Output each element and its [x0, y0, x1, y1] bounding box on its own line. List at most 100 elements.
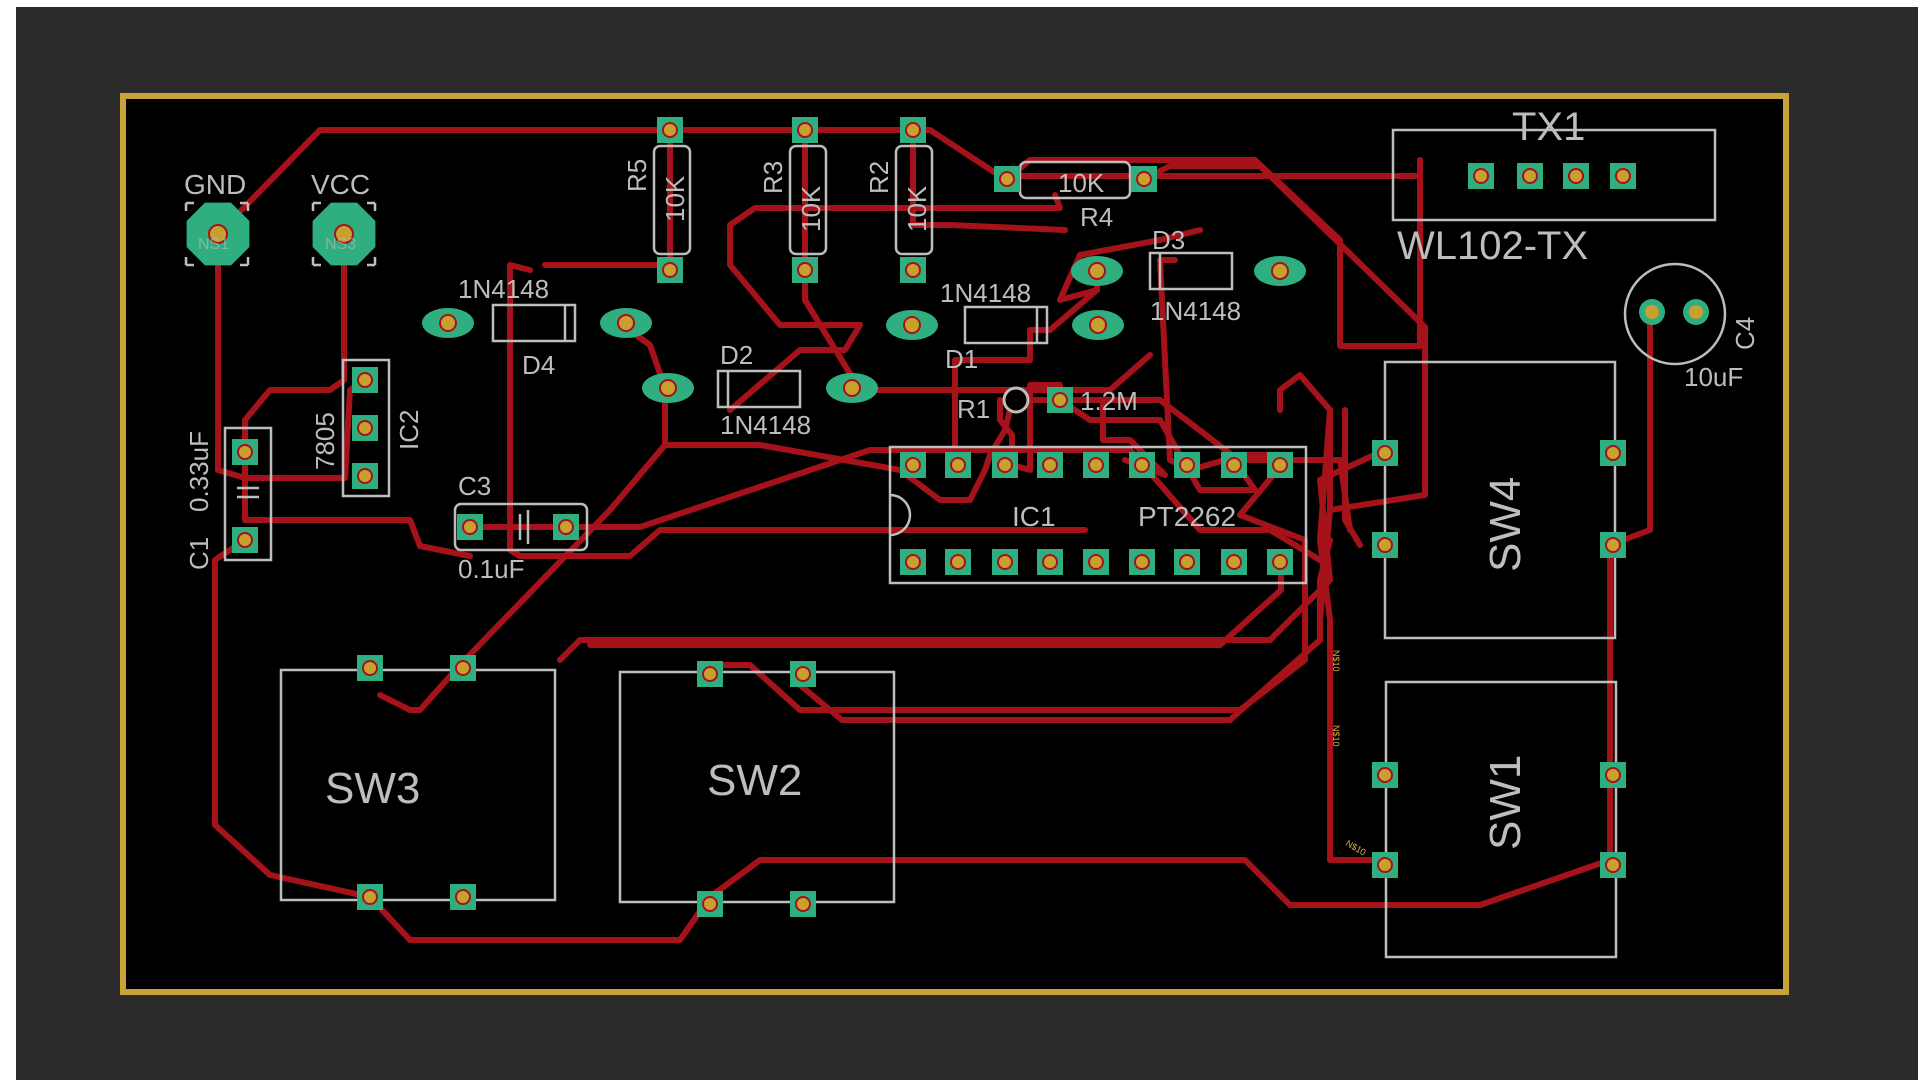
ic2-value: 7805	[310, 412, 340, 470]
sw2-label: SW2	[707, 756, 802, 805]
d4-value: 1N4148	[458, 274, 549, 304]
diode-pad-drill-1	[617, 314, 635, 332]
pad-drill-27	[1272, 457, 1288, 473]
pad-drill-5	[905, 262, 921, 278]
pad-drill-20	[950, 457, 966, 473]
pad-drill-48	[455, 889, 471, 905]
trace-tag-1: N$10	[1331, 650, 1341, 672]
diode-pad-drill-3	[843, 379, 861, 397]
pad-drill-18	[558, 519, 574, 535]
r3-value: 10K	[796, 185, 826, 232]
pad-drill-28	[905, 554, 921, 570]
sw1-label: SW1	[1481, 755, 1530, 850]
gnd-pad-drill	[208, 224, 228, 244]
pad-drill-44	[1605, 857, 1621, 873]
diode-pad-drill-0	[439, 314, 457, 332]
pad-drill-21	[997, 457, 1013, 473]
c3-value: 0.1uF	[458, 554, 525, 584]
pad-drill-40	[1605, 537, 1621, 553]
r1-label: R1	[957, 394, 990, 424]
c4-value: 10uF	[1684, 362, 1743, 392]
pad-drill-52	[795, 896, 811, 912]
pad-drill-22	[1042, 457, 1058, 473]
pad-drill-32	[1088, 554, 1104, 570]
pad-drill-16	[237, 532, 253, 548]
r2-label: R2	[864, 161, 894, 194]
pad-drill-25	[1179, 457, 1195, 473]
r4-value: 10K	[1058, 168, 1105, 198]
d3-label: D3	[1152, 225, 1185, 255]
pad-drill-0	[662, 122, 678, 138]
diode-pad-drill-2	[659, 379, 677, 397]
pad-drill-17	[462, 519, 478, 535]
vcc-label: VCC	[311, 169, 370, 200]
pad-drill-7	[1136, 171, 1152, 187]
trace-tag-2: N$10	[1331, 725, 1341, 747]
sw3-label: SW3	[325, 764, 420, 813]
pad-drill-23	[1088, 457, 1104, 473]
silkscreen-labels: GND VCC NS1 NS3 R5 10K R3 10K R2 10K 10K…	[184, 105, 1760, 857]
pad-drill-41	[1377, 767, 1393, 783]
pad-drill-26	[1226, 457, 1242, 473]
diode-pad-drill-4	[903, 316, 921, 334]
d2-label: D2	[720, 340, 753, 370]
pad-drill-31	[1042, 554, 1058, 570]
c4-pad-drill-0	[1645, 305, 1659, 319]
pad-drill-11	[1615, 168, 1631, 184]
r4-label: R4	[1080, 202, 1113, 232]
pad-drill-2	[905, 122, 921, 138]
vcc-pad-drill	[334, 224, 354, 244]
pad-drill-19	[905, 457, 921, 473]
ic2-label: IC2	[394, 410, 424, 450]
pad-drill-37	[1377, 445, 1393, 461]
pad-drill-45	[362, 660, 378, 676]
sw4-label: SW4	[1481, 477, 1530, 572]
pad-drill-9	[1522, 168, 1538, 184]
pad-drill-1	[797, 122, 813, 138]
pad-drill-34	[1179, 554, 1195, 570]
tx1-value: WL102-TX	[1397, 224, 1588, 268]
r1-pad[interactable]	[1002, 386, 1030, 414]
pad-drill-13	[357, 420, 373, 436]
pad-drill-39	[1605, 445, 1621, 461]
d1-label: D1	[945, 344, 978, 374]
pad-drill-53	[1052, 392, 1068, 408]
pad-drill-6	[999, 171, 1015, 187]
c4-label: C4	[1730, 317, 1760, 350]
d3-value: 1N4148	[1150, 296, 1241, 326]
ic1-label: IC1	[1012, 501, 1056, 532]
pads[interactable]	[186, 117, 1709, 917]
gnd-pad-label: NS1	[198, 236, 229, 253]
pad-drill-4	[797, 262, 813, 278]
pad-drill-24	[1134, 457, 1150, 473]
pad-drill-50	[795, 666, 811, 682]
pad-drill-46	[455, 660, 471, 676]
diode-pad-drill-7	[1271, 262, 1289, 280]
c1-value: 0.33uF	[184, 431, 214, 512]
pad-drill-14	[357, 468, 373, 484]
tx1-label: TX1	[1512, 105, 1585, 149]
pad-drill-47	[362, 889, 378, 905]
d4-label: D4	[522, 350, 555, 380]
diode-pad-drill-6	[1088, 262, 1106, 280]
pad-drill-30	[997, 554, 1013, 570]
pad-drill-51	[702, 896, 718, 912]
pad-drill-12	[357, 372, 373, 388]
d1-value: 1N4148	[940, 278, 1031, 308]
pad-drill-33	[1134, 554, 1150, 570]
pad-drill-8	[1473, 168, 1489, 184]
ic1-value: PT2262	[1138, 501, 1236, 532]
r5-value: 10K	[660, 175, 690, 222]
pad-drill-35	[1226, 554, 1242, 570]
pad-drill-49	[702, 666, 718, 682]
gnd-label: GND	[184, 169, 246, 200]
board-outline[interactable]	[120, 93, 1789, 995]
r5-label: R5	[622, 159, 652, 192]
pad-drill-42	[1377, 857, 1393, 873]
diode-pad-drill-5	[1089, 316, 1107, 334]
d2-value: 1N4148	[720, 410, 811, 440]
pad-drill-10	[1568, 168, 1584, 184]
r1-value: 1.2M	[1080, 386, 1138, 416]
pad-drill-15	[237, 444, 253, 460]
